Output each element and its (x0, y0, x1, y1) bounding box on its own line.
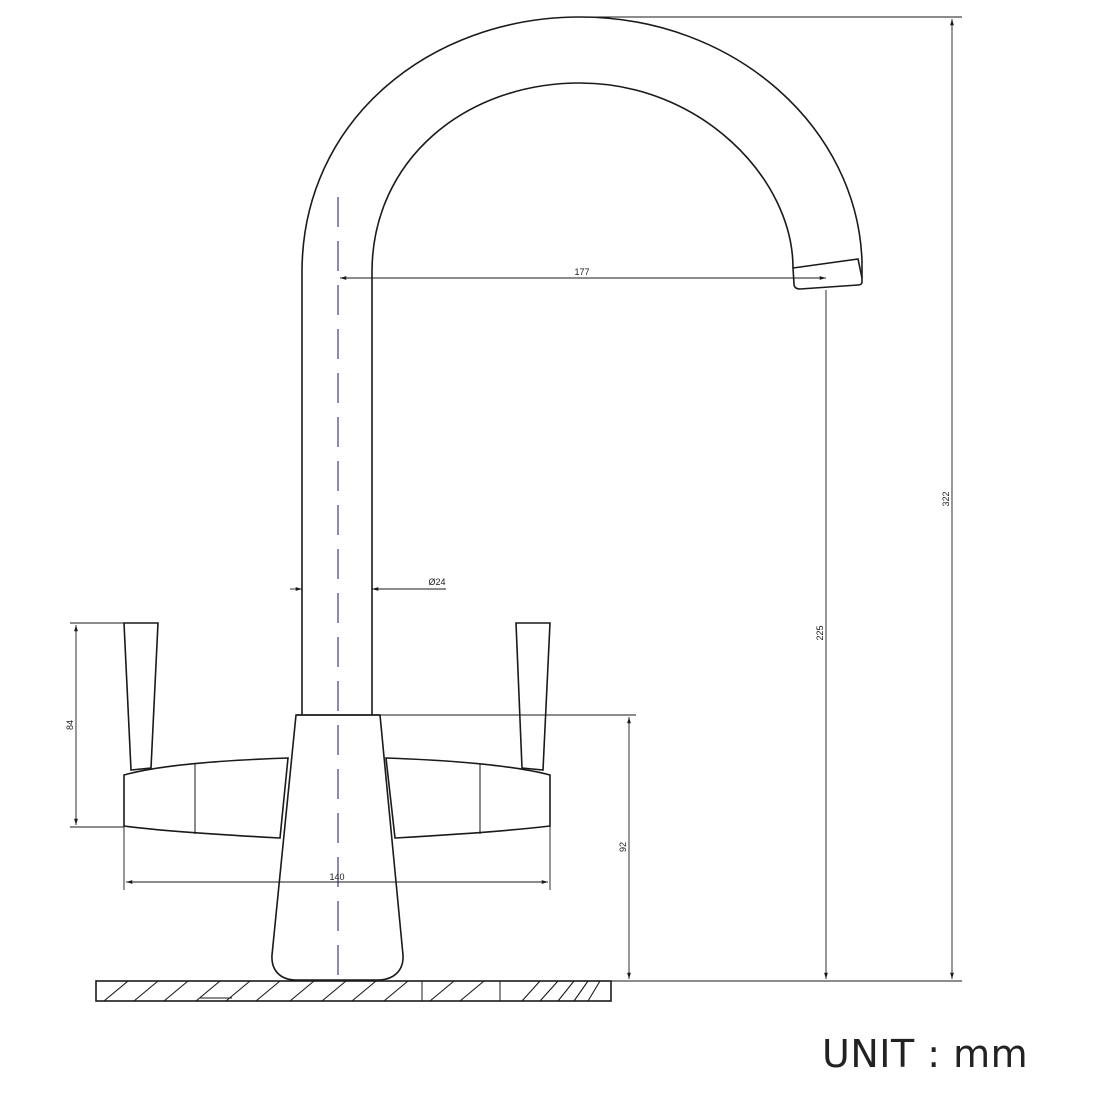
spout (301, 16, 863, 715)
dimension-spout-clearance: 225 (815, 290, 828, 979)
right-lever (515, 622, 551, 771)
dim-label-handle-height: 84 (65, 720, 75, 730)
dimension-body-height: 92 (380, 714, 636, 979)
base-hatching (103, 980, 601, 1002)
dim-label-spout-clearance: 225 (815, 625, 825, 640)
mounting-base (95, 980, 612, 1002)
faucet-body (271, 714, 404, 981)
dim-label-total-height: 322 (941, 491, 951, 506)
spout-inner-contour (371, 82, 794, 715)
dim-label-tube-diameter: Ø24 (428, 577, 445, 587)
right-hub (385, 757, 551, 839)
spout-tip (792, 258, 863, 290)
dimension-tube-diameter: Ø24 (290, 577, 446, 591)
dimension-handle-height: 84 (65, 622, 124, 828)
spout-outer-contour (301, 16, 863, 715)
dim-label-body-height: 92 (618, 842, 628, 852)
left-lever (123, 622, 159, 771)
dimension-spout-reach: 177 (340, 267, 826, 280)
dimension-handle-span: 140 (123, 826, 551, 890)
dimension-total-height: 322 (580, 16, 962, 982)
base-rect (95, 980, 612, 1002)
unit-label: UNIT : mm (822, 1032, 1029, 1076)
right-handle (385, 622, 551, 839)
dim-label-handle-span: 140 (329, 872, 344, 882)
dim-label-spout-reach: 177 (574, 267, 589, 277)
left-handle (123, 622, 289, 839)
body-contour (271, 714, 404, 981)
left-hub (123, 757, 289, 839)
